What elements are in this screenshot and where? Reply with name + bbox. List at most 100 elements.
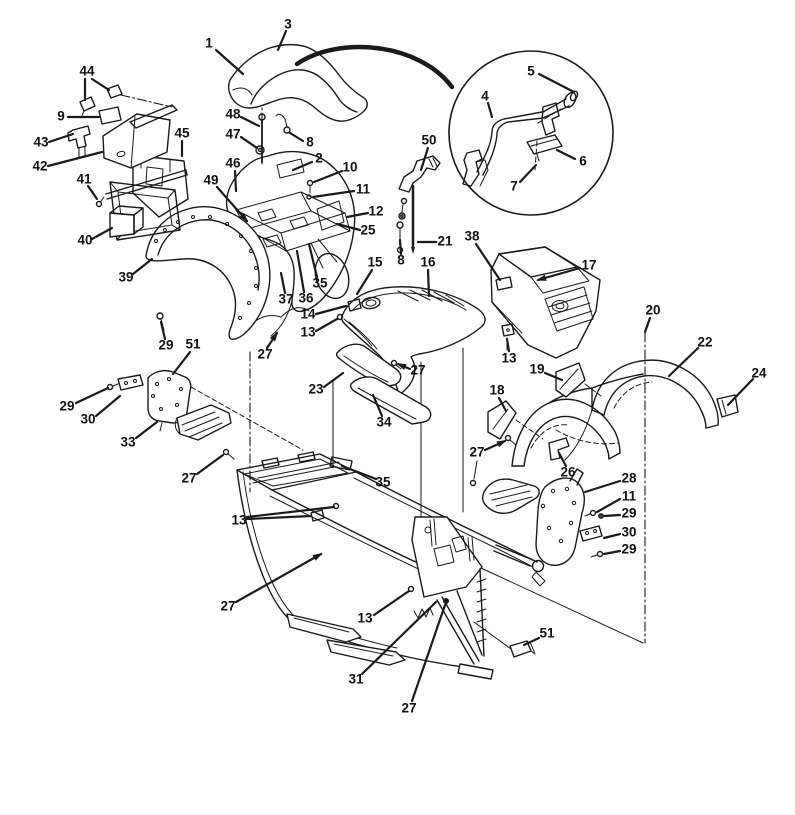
callout-label-2-15: 2 — [315, 151, 323, 166]
leader-line — [46, 150, 104, 168]
callout-label-14-34: 14 — [300, 307, 316, 322]
leader-line — [371, 393, 384, 418]
leader-line — [314, 317, 339, 333]
leader-line — [345, 211, 370, 219]
leader-line — [486, 101, 494, 119]
callout-label-29-55: 29 — [59, 399, 74, 414]
leader-line — [214, 48, 245, 76]
callout-label-27-58: 27 — [181, 471, 196, 486]
callout-label-35-31: 35 — [312, 276, 328, 291]
leader-line — [557, 451, 568, 468]
callout-label-40-8: 40 — [77, 233, 92, 248]
callout-label-49-14: 49 — [203, 173, 218, 188]
leader-line — [312, 169, 344, 184]
leader-line — [245, 514, 313, 521]
part-rod-41 — [95, 169, 188, 208]
leader-line — [497, 396, 508, 413]
callout-label-16-30: 16 — [420, 255, 436, 270]
callout-label-50-24: 50 — [421, 133, 436, 148]
leader-line — [340, 464, 378, 481]
leader-line — [239, 135, 259, 150]
callout-label-31-63: 31 — [348, 672, 364, 687]
callout-label-6-22: 6 — [579, 154, 587, 169]
leader-line — [279, 271, 287, 295]
callout-label-42-5: 42 — [32, 159, 47, 174]
callout-label-27-61: 27 — [220, 599, 235, 614]
callout-label-29-53: 29 — [158, 338, 173, 353]
callout-label-51-65: 51 — [539, 626, 555, 641]
callout-label-29-50: 29 — [621, 506, 636, 521]
callout-label-51-54: 51 — [185, 337, 201, 352]
part-mud-flap-28 — [535, 468, 604, 567]
callout-label-13-59: 13 — [231, 513, 247, 528]
part-tank-cover-16 — [335, 286, 486, 425]
leader-line — [667, 346, 700, 378]
leader-line — [239, 115, 261, 128]
leader-line — [86, 184, 99, 201]
callout-label-43-4: 43 — [33, 135, 49, 150]
leader-line — [276, 29, 288, 52]
callout-label-15-29: 15 — [367, 255, 383, 270]
callout-label-33-57: 33 — [120, 435, 136, 450]
leader-line — [94, 394, 122, 418]
callout-label-21-25: 21 — [437, 234, 453, 249]
leader-line — [360, 600, 438, 676]
leader-line — [335, 222, 362, 232]
leader-line — [288, 131, 305, 143]
callout-label-3-1: 3 — [284, 17, 292, 32]
callout-label-34-38: 34 — [376, 415, 392, 430]
part-skid-tray — [481, 478, 540, 514]
part-plate-33-group — [106, 312, 235, 460]
part-inner-fender-39 — [145, 206, 271, 340]
construction-lines — [120, 61, 646, 644]
callout-label-12-18: 12 — [368, 204, 383, 219]
callout-label-41-7: 41 — [76, 172, 92, 187]
leader-line — [583, 479, 622, 494]
leader-line — [195, 453, 225, 476]
part-sticker-9 — [98, 106, 122, 125]
callout-label-13-40: 13 — [501, 351, 517, 366]
leader-arrowhead — [269, 331, 279, 342]
part-clips-44 — [79, 84, 123, 119]
callout-label-44-2: 44 — [79, 64, 95, 79]
callout-label-26-47: 26 — [560, 465, 576, 480]
part-bracket-50 — [398, 155, 441, 220]
leader-arrowhead — [496, 440, 507, 448]
callout-label-37-32: 37 — [278, 292, 293, 307]
callout-layer: 1344943424541403948478464921011122554675… — [32, 17, 767, 716]
leader-line — [322, 371, 345, 389]
callout-label-22-44: 22 — [697, 335, 712, 350]
leader-line — [233, 169, 238, 193]
leader-line — [602, 532, 622, 540]
callout-label-13-62: 13 — [357, 611, 373, 626]
leader-line — [47, 132, 75, 144]
leader-arrowhead — [312, 553, 323, 561]
leader-line — [595, 497, 622, 514]
leader-line — [602, 513, 622, 518]
callout-label-25-19: 25 — [360, 223, 376, 238]
leader-line — [245, 505, 336, 519]
leader-line — [307, 242, 319, 279]
leader-line — [314, 304, 348, 316]
leader-line — [234, 552, 323, 604]
leader-line — [134, 420, 159, 440]
callout-label-38-26: 38 — [464, 229, 480, 244]
leader-line — [131, 257, 154, 276]
callout-label-18-42: 18 — [489, 383, 505, 398]
part-box-40 — [109, 205, 144, 238]
leader-line — [518, 163, 538, 184]
leader-arrowhead — [536, 274, 547, 281]
callout-label-19-41: 19 — [529, 362, 544, 377]
leader-line — [419, 146, 430, 172]
callout-label-48-10: 48 — [225, 107, 241, 122]
callout-label-28-48: 28 — [621, 471, 637, 486]
leader-line — [426, 268, 431, 298]
callout-label-11-49: 11 — [622, 489, 637, 504]
leader-line — [291, 160, 314, 172]
callout-label-11-17: 11 — [356, 182, 371, 197]
callout-label-30-56: 30 — [80, 412, 95, 427]
leader-line — [90, 77, 111, 92]
leader-line — [474, 242, 502, 282]
